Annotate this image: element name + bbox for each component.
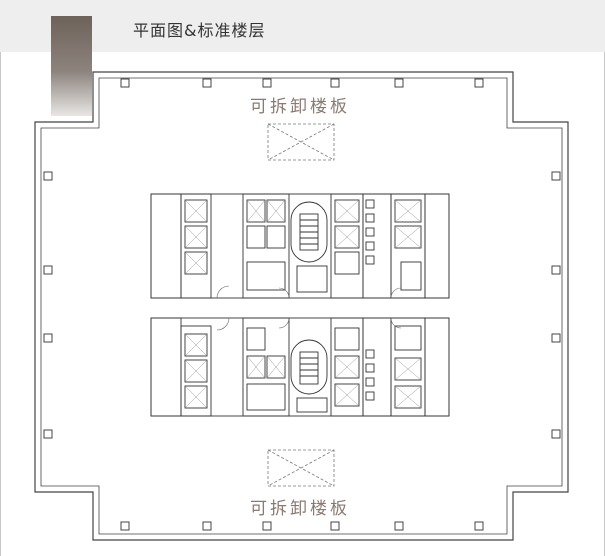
accent-block — [51, 16, 92, 116]
core-lower — [150, 317, 450, 417]
removable-slab-top — [267, 123, 335, 161]
core-upper — [150, 193, 450, 299]
header-bar — [0, 0, 605, 52]
elevator-crosses-lower — [184, 333, 422, 409]
columns — [43, 78, 561, 531]
removable-slab-label-bottom: 可拆卸楼板 — [250, 499, 350, 519]
floor-outline — [34, 71, 569, 541]
removable-slab-bottom — [267, 449, 335, 487]
elevator-crosses-upper — [184, 199, 422, 275]
door-swings — [216, 285, 402, 331]
removable-slab-label-top: 可拆卸楼板 — [250, 97, 350, 117]
page-title: 平面图&标准楼层 — [133, 21, 266, 40]
